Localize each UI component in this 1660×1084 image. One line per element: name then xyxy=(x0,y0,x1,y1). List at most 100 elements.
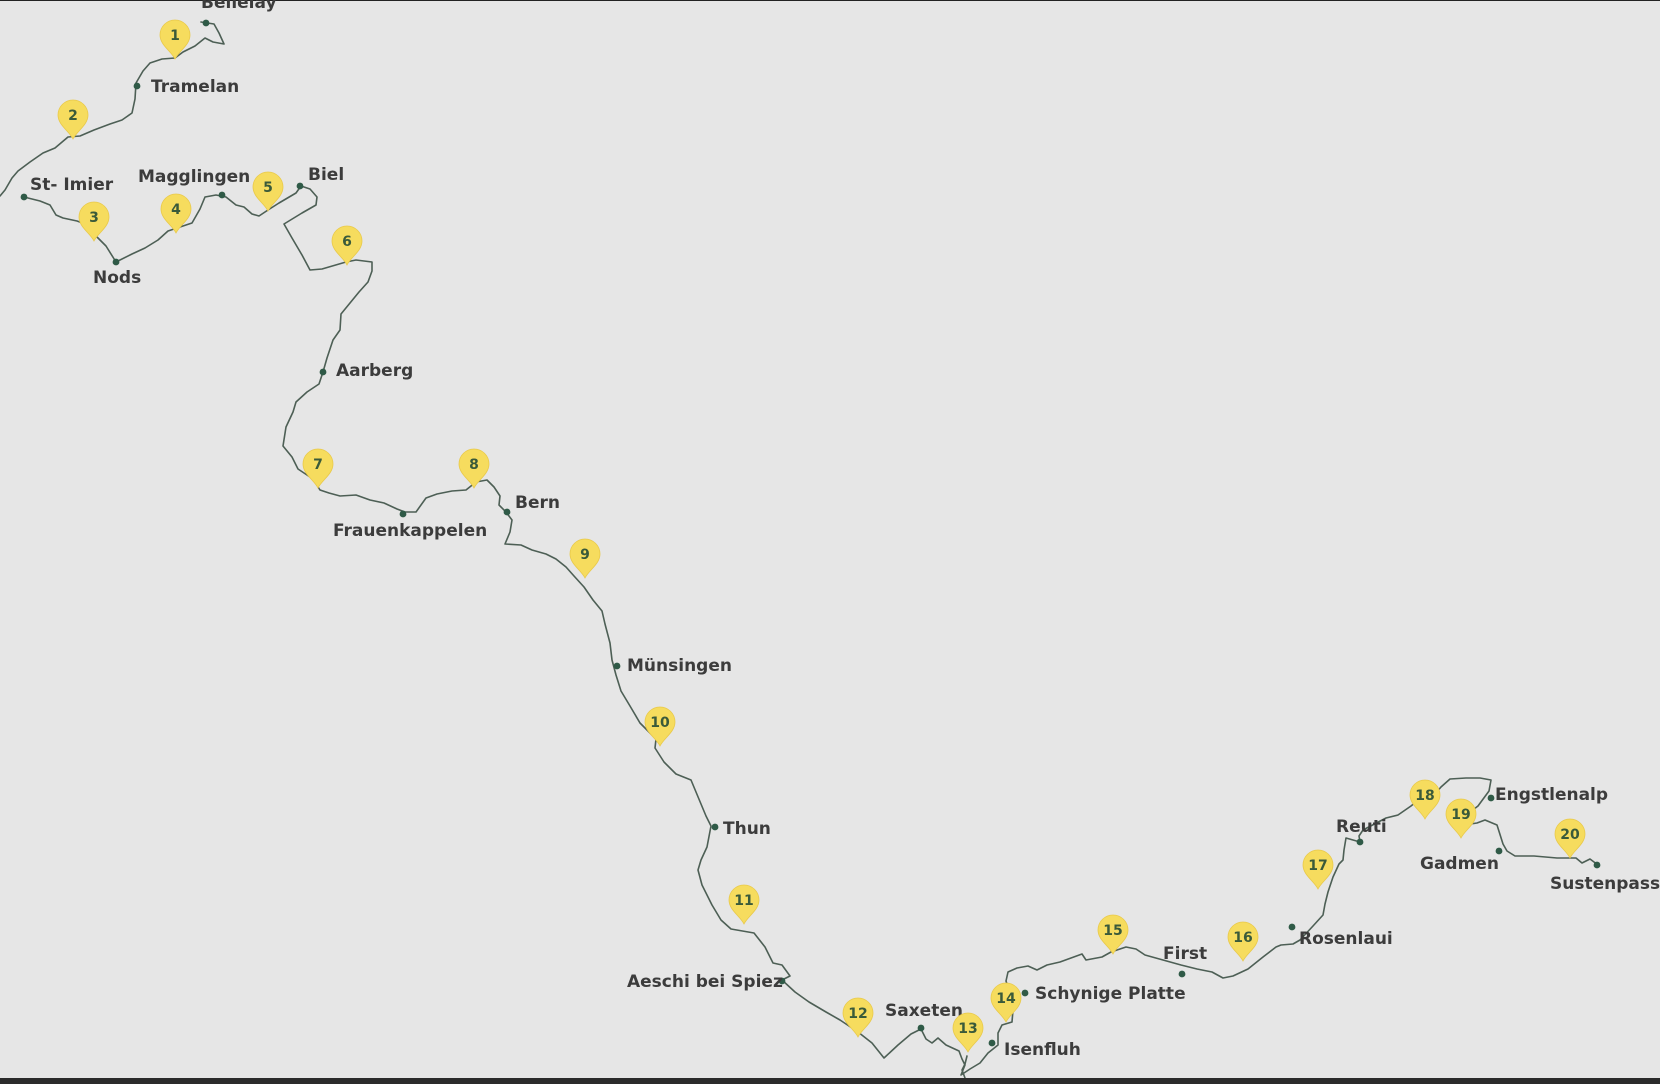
place-dots xyxy=(20,19,1601,1047)
map-pin-icon xyxy=(331,225,363,266)
hiking-route-line xyxy=(0,21,1599,1076)
stage-number: 20 xyxy=(1560,827,1580,843)
map-pin-icon xyxy=(159,19,191,60)
map-pin-icon xyxy=(302,448,334,489)
place-dot-aarberg xyxy=(319,368,327,376)
stage-number: 7 xyxy=(313,457,323,473)
map-pin-icon xyxy=(1409,779,1441,820)
place-dot-biel xyxy=(296,182,304,190)
place-label-nods: Nods xyxy=(93,268,141,288)
place-dot-schynige xyxy=(1021,989,1029,997)
stage-number: 17 xyxy=(1308,858,1327,874)
map-pin-icon xyxy=(952,1012,984,1053)
map-pin-icon xyxy=(1227,921,1259,962)
stage-marker-10[interactable]: 10 xyxy=(644,706,676,747)
place-label-biel: Biel xyxy=(308,165,344,185)
place-label-rosenlaui: Rosenlaui xyxy=(1299,929,1393,949)
place-dot-thun xyxy=(711,823,719,831)
place-dot-nods xyxy=(112,258,120,266)
stage-marker-17[interactable]: 17 xyxy=(1302,849,1334,890)
stage-marker-6[interactable]: 6 xyxy=(331,225,363,266)
place-label-tramelan: Tramelan xyxy=(151,77,239,97)
stage-marker-12[interactable]: 12 xyxy=(842,997,874,1038)
stage-marker-14[interactable]: 14 xyxy=(990,982,1022,1023)
stage-number: 9 xyxy=(580,547,590,563)
place-label-aeschi: Aeschi bei Spiez xyxy=(627,972,783,992)
place-label-muensingen: Münsingen xyxy=(627,656,732,676)
stage-marker-15[interactable]: 15 xyxy=(1097,914,1129,955)
map-pin-icon xyxy=(569,538,601,579)
place-dot-engstlenalp xyxy=(1487,794,1495,802)
place-dot-frauenkappelen xyxy=(399,510,407,518)
stage-number: 16 xyxy=(1233,930,1252,946)
stage-marker-18[interactable]: 18 xyxy=(1409,779,1441,820)
place-label-frauenkappelen: Frauenkappelen xyxy=(333,521,487,541)
stage-marker-2[interactable]: 2 xyxy=(57,99,89,140)
stage-number: 11 xyxy=(734,893,753,909)
stage-marker-7[interactable]: 7 xyxy=(302,448,334,489)
place-label-st-imier: St- Imier xyxy=(30,175,114,195)
place-dot-bern xyxy=(503,508,511,516)
place-label-isenfluh: Isenfluh xyxy=(1004,1040,1081,1060)
stage-number: 6 xyxy=(342,234,352,250)
place-label-bern: Bern xyxy=(515,493,560,513)
route-tail-line xyxy=(961,1055,968,1079)
stage-marker-4[interactable]: 4 xyxy=(160,193,192,234)
place-label-aarberg: Aarberg xyxy=(336,361,413,381)
stage-marker-1[interactable]: 1 xyxy=(159,19,191,60)
map-pin-icon xyxy=(160,193,192,234)
place-dot-first xyxy=(1178,970,1186,978)
place-label-schynige: Schynige Platte xyxy=(1035,984,1186,1004)
top-border xyxy=(0,0,1660,1)
place-dot-isenfluh xyxy=(988,1039,996,1047)
stage-marker-11[interactable]: 11 xyxy=(728,884,760,925)
stage-number: 14 xyxy=(996,991,1016,1007)
place-label-sustenpass: Sustenpass xyxy=(1550,874,1660,894)
map-pin-icon xyxy=(458,448,490,489)
map-pin-icon xyxy=(990,982,1022,1023)
place-dot-saxeten xyxy=(917,1024,925,1032)
bottom-bar xyxy=(0,1078,1660,1084)
stage-marker-16[interactable]: 16 xyxy=(1227,921,1259,962)
stage-number: 5 xyxy=(263,180,273,196)
stage-number: 19 xyxy=(1451,807,1470,823)
map-pin-icon xyxy=(728,884,760,925)
map-pin-icon xyxy=(842,997,874,1038)
map-pin-icon xyxy=(252,171,284,212)
map-pin-icon xyxy=(78,201,110,242)
map-pin-icon xyxy=(1445,798,1477,839)
place-label-gadmen: Gadmen xyxy=(1420,854,1499,874)
stage-number: 12 xyxy=(848,1006,867,1022)
stage-number: 13 xyxy=(958,1021,977,1037)
map-pin-icon xyxy=(57,99,89,140)
stage-number: 2 xyxy=(68,108,78,124)
place-dot-st-imier xyxy=(20,193,28,201)
place-dot-gadmen xyxy=(1495,847,1503,855)
place-dot-bellelay xyxy=(202,19,210,27)
stage-number: 18 xyxy=(1415,788,1434,804)
stage-marker-5[interactable]: 5 xyxy=(252,171,284,212)
place-dot-rosenlaui xyxy=(1288,923,1296,931)
stage-number: 8 xyxy=(469,457,479,473)
stage-number: 4 xyxy=(171,202,181,218)
place-dot-tramelan xyxy=(133,82,141,90)
map-pin-icon xyxy=(1302,849,1334,890)
stage-marker-13[interactable]: 13 xyxy=(952,1012,984,1053)
map-pin-icon xyxy=(1097,914,1129,955)
place-dot-sustenpass xyxy=(1593,861,1601,869)
place-label-saxeten: Saxeten xyxy=(885,1001,963,1021)
place-dot-magglingen xyxy=(218,191,226,199)
place-label-thun: Thun xyxy=(723,819,771,839)
place-dot-reuti xyxy=(1356,838,1364,846)
place-label-first: First xyxy=(1163,944,1207,964)
stage-marker-9[interactable]: 9 xyxy=(569,538,601,579)
place-label-engstlenalp: Engstlenalp xyxy=(1495,785,1608,805)
stage-marker-8[interactable]: 8 xyxy=(458,448,490,489)
place-dot-muensingen xyxy=(613,662,621,670)
stage-number: 15 xyxy=(1103,923,1122,939)
stage-marker-20[interactable]: 20 xyxy=(1554,818,1586,859)
stage-marker-3[interactable]: 3 xyxy=(78,201,110,242)
stage-marker-19[interactable]: 19 xyxy=(1445,798,1477,839)
